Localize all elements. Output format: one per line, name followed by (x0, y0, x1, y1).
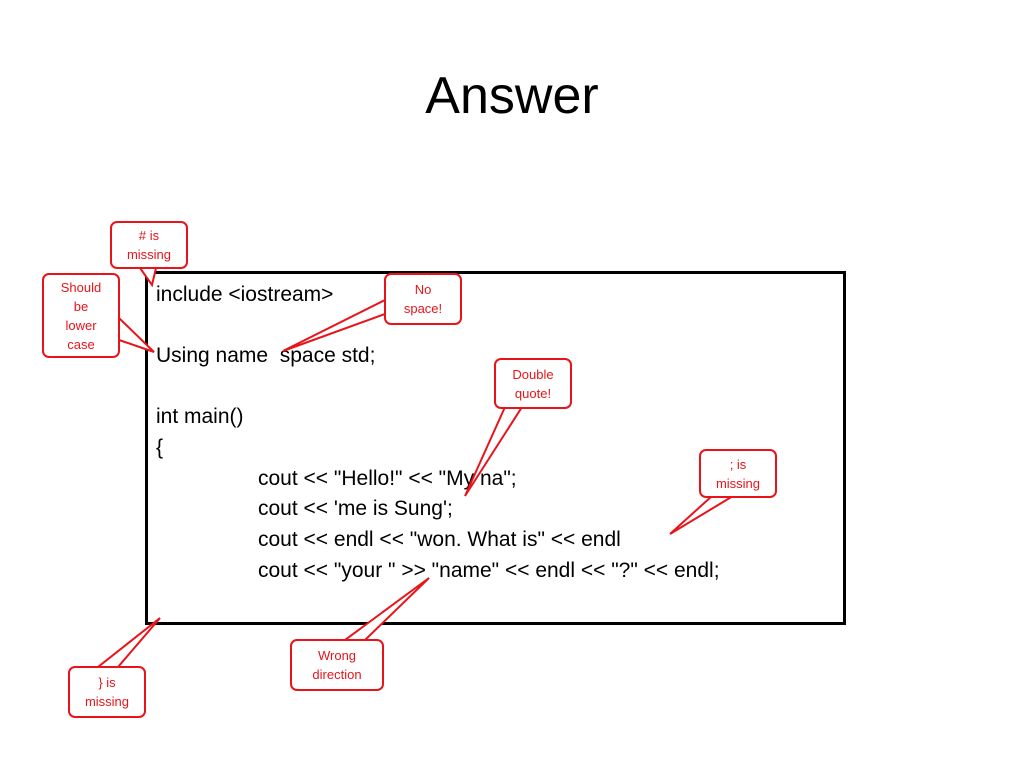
code-line-using: Using name space std; (156, 344, 376, 367)
code-line-cout-me: cout << 'me is Sung'; (258, 497, 453, 520)
callout-wrong-direction-text: Wrong direction (312, 648, 362, 682)
callout-lower-case: Should be lower case (42, 273, 120, 358)
callout-wrong-direction: Wrong direction (290, 639, 384, 691)
slide-title: Answer (425, 67, 599, 125)
code-line-cout-hello: cout << "Hello!" << "My na"; (258, 467, 517, 490)
callout-lower-case-text: Should be lower case (60, 279, 102, 352)
callout-hash-missing: # is missing (110, 221, 188, 269)
code-line-include: include <iostream> (156, 283, 334, 306)
code-line-cout-your: cout << "your " >> "name" << endl << "?"… (258, 559, 720, 582)
callout-hash-missing-text: # is missing (126, 228, 172, 262)
code-line-int-main: int main() (156, 405, 244, 428)
callout-no-space: No space! (384, 273, 462, 325)
pointer-brace-missing (95, 617, 161, 668)
code-line-cout-endl: cout << endl << "won. What is" << endl (258, 528, 621, 551)
callout-double-quote: Double quote! (494, 358, 572, 409)
callout-brace-missing-text: } is missing (84, 675, 130, 709)
callout-no-space-text: No space! (403, 282, 443, 316)
callout-double-quote-text: Double quote! (512, 366, 554, 401)
code-box (145, 271, 846, 625)
callout-brace-missing: } is missing (68, 666, 146, 718)
code-line-open-brace: { (156, 436, 164, 459)
callout-semicolon-missing: ; is missing (699, 449, 777, 498)
callout-semicolon-missing-text: ; is missing (715, 456, 761, 491)
